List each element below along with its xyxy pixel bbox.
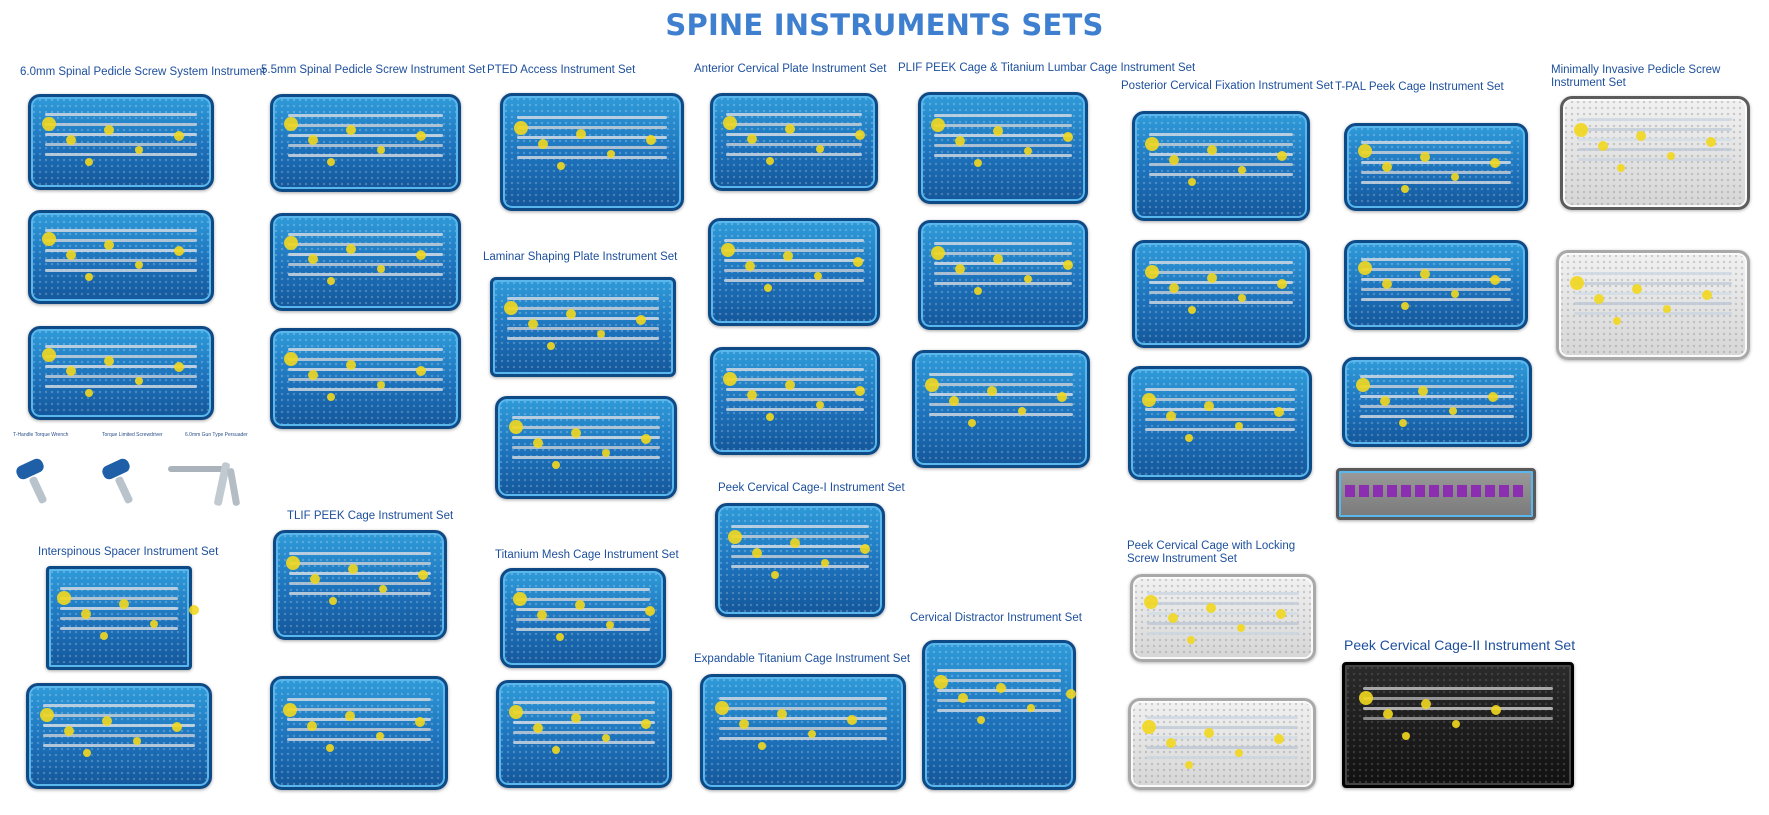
set-label-posterior-cervical-fixation: Posterior Cervical Fixation Instrument S… xyxy=(1121,80,1334,92)
tray-peek-locking-screw-2 xyxy=(1128,698,1316,790)
gun-type-persuader-icon xyxy=(168,458,246,510)
tray-titanium-mesh-1 xyxy=(500,568,666,668)
set-label-expandable-titanium-cage: Expandable Titanium Cage Instrument Set xyxy=(694,653,911,665)
tray-plif-3 xyxy=(912,350,1090,468)
set-label-anterior-cervical-plate: Anterior Cervical Plate Instrument Set xyxy=(694,63,887,75)
torque-limited-screwdriver-icon xyxy=(100,456,138,505)
set-label-titanium-mesh-cage: Titanium Mesh Cage Instrument Set xyxy=(495,549,679,561)
tray-posterior-cervical-3 xyxy=(1128,366,1312,480)
tray-laminar-1 xyxy=(490,277,676,377)
set-label-laminar-shaping-plate: Laminar Shaping Plate Instrument Set xyxy=(483,251,678,263)
set-label-5-5mm-pedicle-screw: 5.5mm Spinal Pedicle Screw Instrument Se… xyxy=(261,64,486,76)
set-label-6mm-pedicle-screw: 6.0mm Spinal Pedicle Screw System Instru… xyxy=(20,66,266,78)
tray-plif-1 xyxy=(918,92,1088,204)
tray-6mm-2 xyxy=(28,210,214,304)
set-label-minimally-invasive-pedicle-screw: Minimally Invasive Pedicle Screw Instrum… xyxy=(1551,64,1721,89)
tray-anterior-cervical-2 xyxy=(708,218,880,326)
set-label-plif-peek-cage: PLIF PEEK Cage & Titanium Lumbar Cage In… xyxy=(898,62,1196,74)
tray-plif-2 xyxy=(918,220,1088,330)
tray-t-pal-3 xyxy=(1342,357,1532,447)
tray-t-pal-1 xyxy=(1344,123,1528,211)
label-gun-type-persuader: 6.0mm Gun Type Persuader xyxy=(185,432,248,438)
tray-interspinous-spacer xyxy=(46,566,192,670)
tray-pted-access xyxy=(500,93,684,211)
set-label-tlif-peek-cage: TLIF PEEK Cage Instrument Set xyxy=(287,510,454,522)
t-handle-torque-wrench-icon xyxy=(14,456,52,505)
set-label-peek-cervical-cage-1: Peek Cervical Cage-I Instrument Set xyxy=(718,482,905,494)
tray-6mm-3 xyxy=(28,326,214,420)
tray-peek-cervical-cage-2 xyxy=(1342,662,1574,788)
set-label-interspinous-spacer: Interspinous Spacer Instrument Set xyxy=(38,546,219,558)
tray-anterior-cervical-3 xyxy=(710,347,880,455)
tray-anterior-cervical-1 xyxy=(710,93,878,191)
set-label-peek-cervical-cage-2: Peek Cervical Cage-II Instrument Set xyxy=(1344,637,1576,653)
tray-minimally-invasive-1 xyxy=(1560,96,1750,210)
tray-peek-locking-screw-1 xyxy=(1130,574,1316,662)
page-title: SPINE INSTRUMENTS SETS xyxy=(665,8,1104,42)
tray-interspinous-2 xyxy=(26,683,212,789)
set-label-cervical-distractor: Cervical Distractor Instrument Set xyxy=(910,612,1082,624)
tray-5-5mm-2 xyxy=(270,213,461,311)
tray-tlif-1 xyxy=(273,530,447,640)
tray-6mm-1 xyxy=(28,94,214,190)
set-label-t-pal-peek-cage: T-PAL Peek Cage Instrument Set xyxy=(1335,81,1504,93)
tray-5-5mm-3 xyxy=(270,328,461,429)
tray-peek-cervical-cage-1 xyxy=(715,503,885,617)
tray-5-5mm-1 xyxy=(270,94,461,192)
tray-tlif-2 xyxy=(270,676,448,790)
set-label-pted-access: PTED Access Instrument Set xyxy=(487,64,636,76)
tray-titanium-mesh-2 xyxy=(496,680,672,788)
tray-laminar-2 xyxy=(495,396,677,499)
tray-posterior-cervical-2 xyxy=(1132,240,1310,348)
label-t-handle-torque-wrench: T-Handle Torque Wrench xyxy=(13,432,69,438)
tray-t-pal-2 xyxy=(1344,240,1528,330)
tray-posterior-cervical-1 xyxy=(1132,111,1310,221)
tray-expandable-titanium-cage xyxy=(700,674,906,790)
set-label-peek-cervical-cage-locking-screw: Peek Cervical Cage with Locking Screw In… xyxy=(1127,540,1296,565)
tray-t-pal-cage-trials xyxy=(1336,468,1536,520)
label-torque-limited-screwdriver: Torque Limited Screwdriver xyxy=(102,432,163,438)
tray-cervical-distractor xyxy=(922,640,1076,790)
tray-minimally-invasive-2 xyxy=(1556,250,1750,360)
